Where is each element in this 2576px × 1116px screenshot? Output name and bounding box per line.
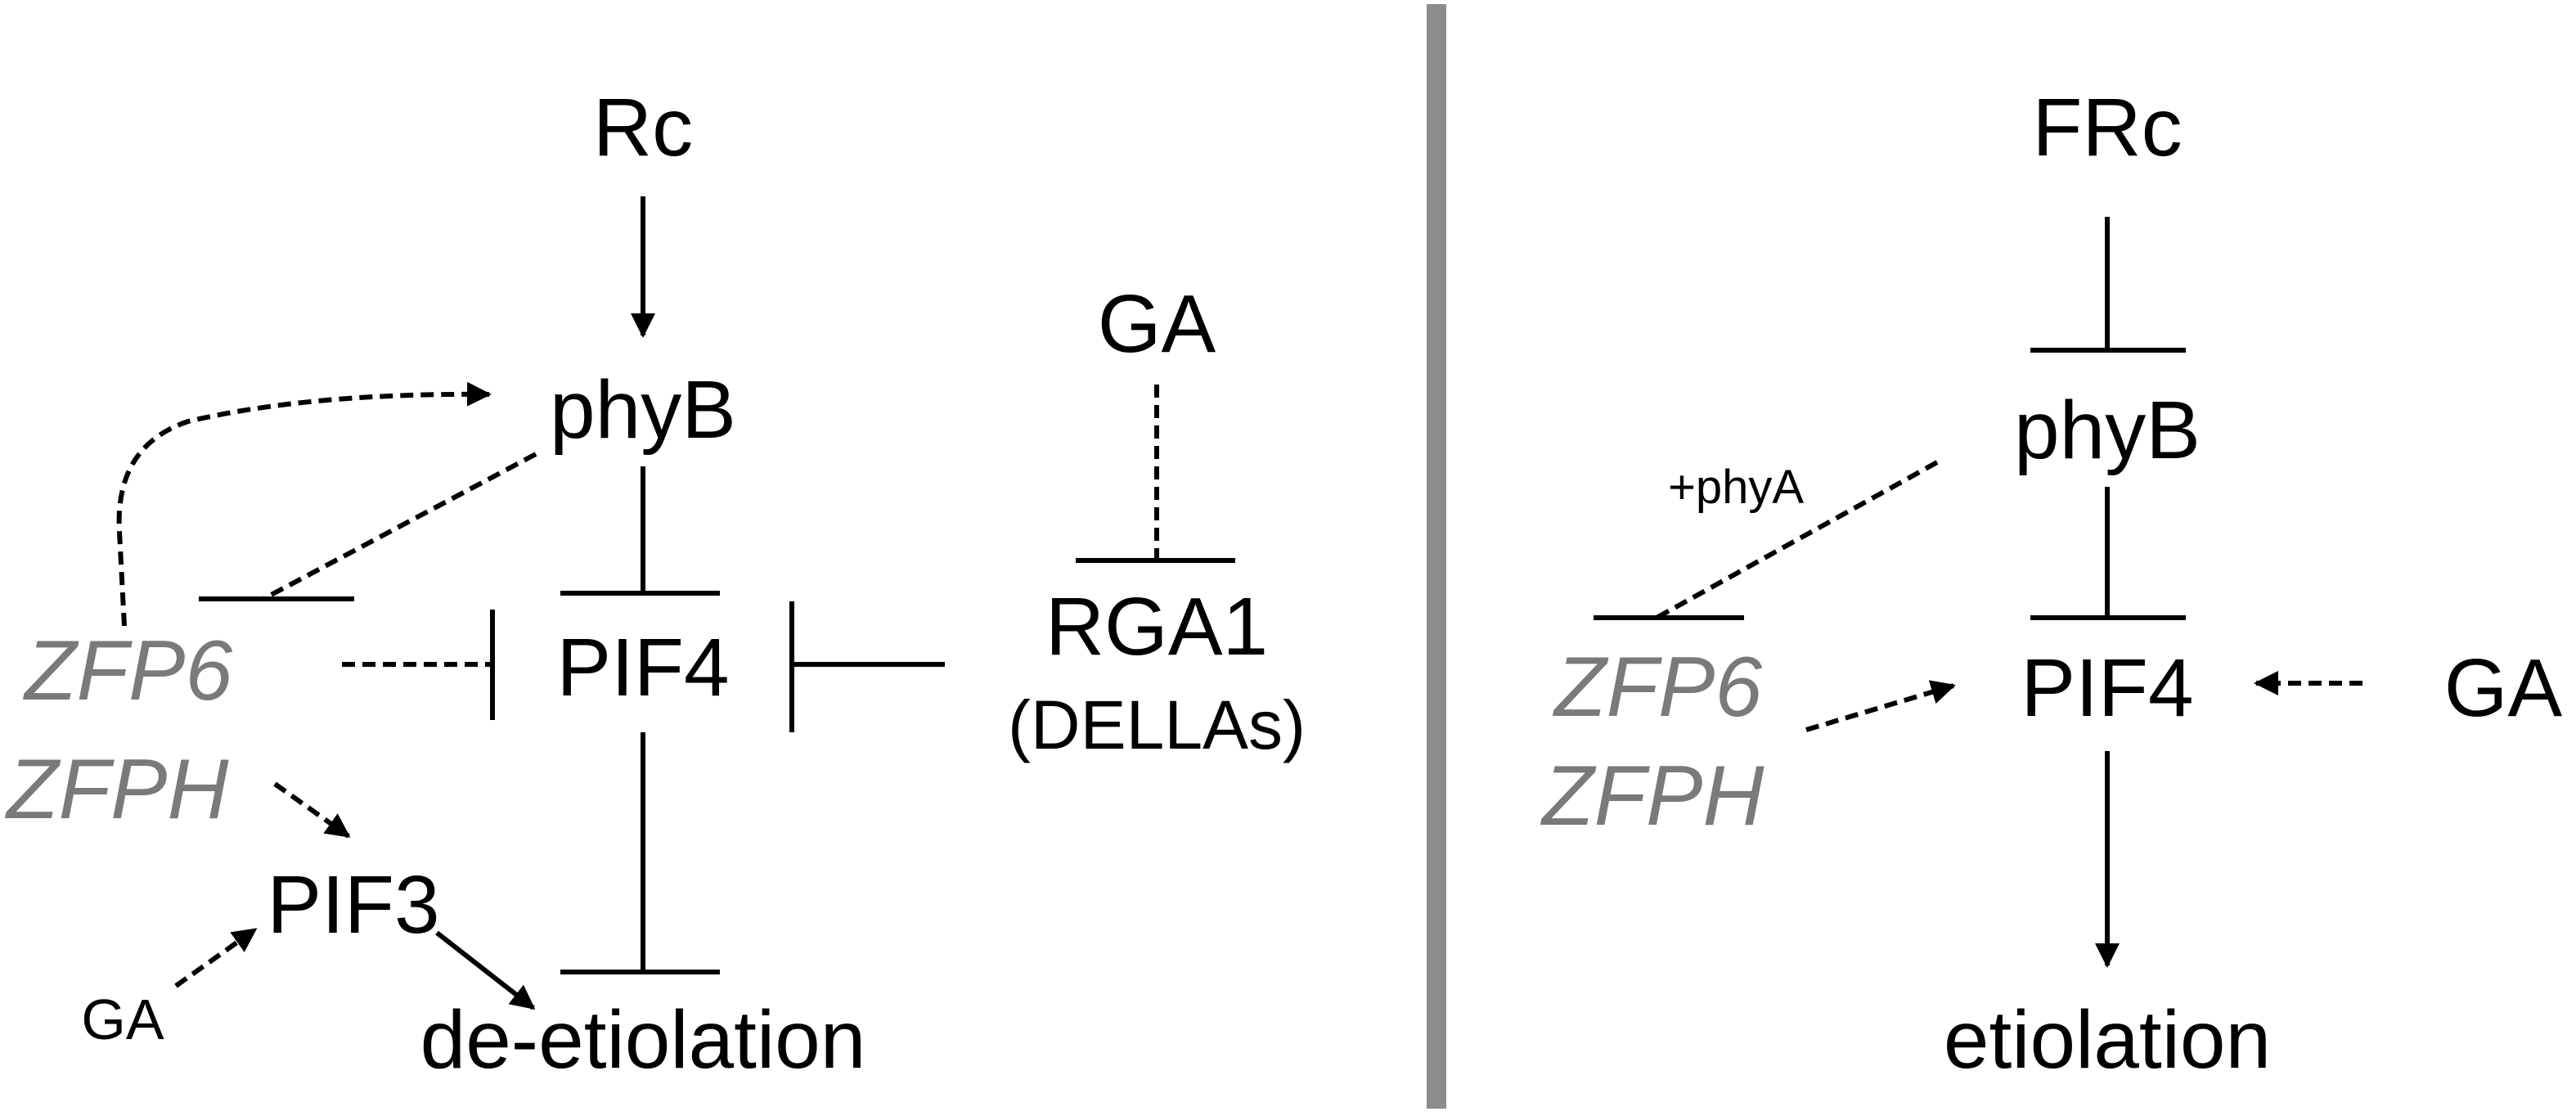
ga-small-label: GA — [81, 988, 164, 1051]
phyb-label: phyB — [550, 364, 736, 456]
zfp6-label: ZFP6 — [22, 623, 232, 718]
pif3-to-deetiolation-arrow — [435, 930, 536, 1010]
ga-label-right: GA — [2444, 642, 2563, 734]
phyb-inhibits-zfp6-dashed — [262, 452, 537, 601]
de-etiolation-label: de-etiolation — [420, 994, 866, 1086]
zfph-activates-pif3-dashed — [273, 781, 351, 839]
etiolation-label: etiolation — [1944, 994, 2271, 1086]
dellas-label: (DELLAs) — [1008, 686, 1306, 763]
zfp6-label-right: ZFP6 — [1552, 640, 1762, 735]
pif3-label: PIF3 — [267, 859, 439, 951]
phyb-inhibits-zfp6-dashed-right — [1655, 460, 1939, 620]
panel-divider — [1427, 4, 1446, 1109]
zfph-label-right: ZFPH — [1540, 749, 1765, 844]
zfp-activates-pif4-dashed — [1805, 680, 1956, 732]
zfph-label: ZFPH — [4, 742, 229, 837]
right-panel: FRc phyB +phyA PIF4 GA ZFP6 ZFPH etiolat… — [1540, 82, 2563, 1086]
phyb-label-right: phyB — [2014, 385, 2201, 476]
rga1-label: RGA1 — [1045, 581, 1268, 673]
ga-activates-pif3-dashed — [174, 927, 258, 988]
pif4-label-right: PIF4 — [2021, 642, 2193, 734]
zfp6-activates-phyb-curve — [116, 381, 492, 627]
frc-label: FRc — [2032, 82, 2182, 173]
ga-label: GA — [1098, 278, 1216, 370]
phya-label: +phyA — [1668, 461, 1804, 514]
left-panel: Rc phyB PIF4 GA RGA1 (DELLAs) ZFP6 ZFPH … — [4, 82, 1306, 1086]
pif4-label: PIF4 — [556, 622, 729, 713]
rc-label: Rc — [593, 82, 693, 173]
